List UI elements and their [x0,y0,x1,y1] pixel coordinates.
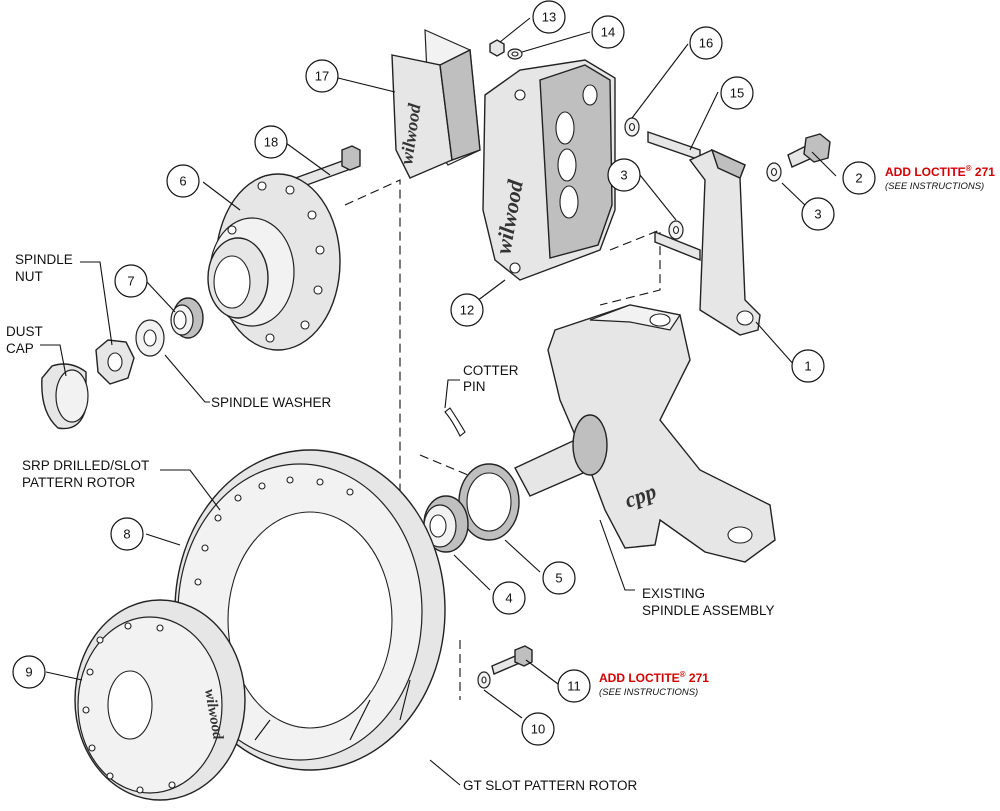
bleeder-nut-and-washer [489,39,523,60]
svg-text:5: 5 [555,571,562,586]
callout-8: 8 [110,517,144,551]
svg-text:14: 14 [601,25,615,40]
dust-cap [41,363,89,430]
label-dust-cap-line2: CAP [6,341,34,356]
spindle-assembly: cpp [514,304,776,563]
leader-lines [40,17,837,786]
caliper: wilwood [482,59,616,281]
rotor-hat: wilwood [74,599,246,801]
svg-text:11: 11 [567,679,581,694]
callout-16: 16 [689,26,723,60]
callout-7: 7 [114,264,148,298]
callout-17: 17 [305,59,339,93]
callout-18: 18 [254,125,288,159]
svg-text:3: 3 [620,168,627,183]
callout-3a: 3 [607,158,641,192]
loctite-note-bottom: ADD LOCTITE® 271 (SEE INSTRUCTIONS) [599,670,709,698]
svg-text:18: 18 [264,135,278,150]
bracket-bolt [787,133,831,168]
callout-4: 4 [492,581,526,615]
loctite-top-reg: ® [966,164,972,173]
callout-11: 11 [557,669,591,703]
callout-2: 2 [842,161,876,195]
outer-bearing [170,297,204,339]
brake-pads: wilwood [391,29,481,179]
svg-text:3: 3 [814,207,821,222]
loctite-bottom-reg: ® [680,670,686,679]
washer-10 [477,671,491,689]
svg-text:17: 17 [315,69,329,84]
caliper-bracket [688,148,761,336]
label-spindle-nut-line1: SPINDLE [15,252,73,267]
callout-1: 1 [791,349,825,383]
svg-text:7: 7 [127,274,134,289]
svg-text:15: 15 [730,86,744,101]
svg-text:13: 13 [542,10,556,25]
label-srp-rotor-line1: SRP DRILLED/SLOT [22,458,149,473]
spindle-washer [135,319,165,357]
loctite-bottom-num: 271 [686,671,710,685]
washer-3b [766,162,782,182]
svg-text:2: 2 [855,171,862,186]
svg-text:12: 12 [460,303,474,318]
loctite-top-main: ADD LOCTITE [885,165,966,179]
mounting-studs [647,131,701,262]
svg-text:ADD LOCTITE® 271: ADD LOCTITE® 271 [599,670,709,685]
label-dust-cap-line1: DUST [6,324,43,339]
callout-13: 13 [532,0,566,34]
label-spindle-washer: SPINDLE WASHER [211,395,332,410]
label-existing-spindle-line2: SPINDLE ASSEMBLY [642,603,775,618]
loctite-top-sub: (SEE INSTRUCTIONS) [885,181,984,192]
label-existing-spindle-line1: EXISTING [642,586,705,601]
svg-text:8: 8 [123,527,130,542]
callout-3b: 3 [801,197,835,231]
callout-10: 10 [521,712,555,746]
inner-bearing [423,495,469,553]
label-cotter-pin-line2: PIN [463,379,486,394]
callout-9: 9 [12,655,46,689]
loctite-bottom-sub: (SEE INSTRUCTIONS) [599,687,698,698]
cotter-pin [444,407,466,437]
svg-text:10: 10 [531,722,545,737]
label-srp-rotor-line2: PATTERN ROTOR [22,475,136,490]
label-cotter-pin-line1: COTTER [463,363,519,378]
label-gt-rotor: GT SLOT PATTERN ROTOR [463,778,638,793]
label-spindle-nut-line2: NUT [15,269,43,284]
callout-5: 5 [542,561,576,595]
spindle-nut [95,339,135,385]
loctite-top-num: 271 [972,165,996,179]
svg-text:1: 1 [804,359,811,374]
callout-12: 12 [450,293,484,327]
part-labels: SPINDLE NUT DUST CAP SPINDLE WASHER COTT… [6,252,775,793]
svg-text:6: 6 [179,174,186,189]
washer-3a [668,220,684,240]
loctite-bottom-main: ADD LOCTITE [599,671,680,685]
svg-text:4: 4 [505,591,512,606]
callout-15: 15 [720,76,754,110]
washer-16 [624,117,640,137]
callout-6: 6 [166,164,200,198]
hub [207,173,341,351]
grease-seal [458,463,520,541]
loctite-note-top: ADD LOCTITE® 271 (SEE INSTRUCTIONS) [885,164,995,192]
svg-text:16: 16 [699,36,713,51]
svg-text:9: 9 [25,665,32,680]
svg-text:ADD LOCTITE® 271: ADD LOCTITE® 271 [885,164,995,179]
callout-14: 14 [591,15,625,49]
